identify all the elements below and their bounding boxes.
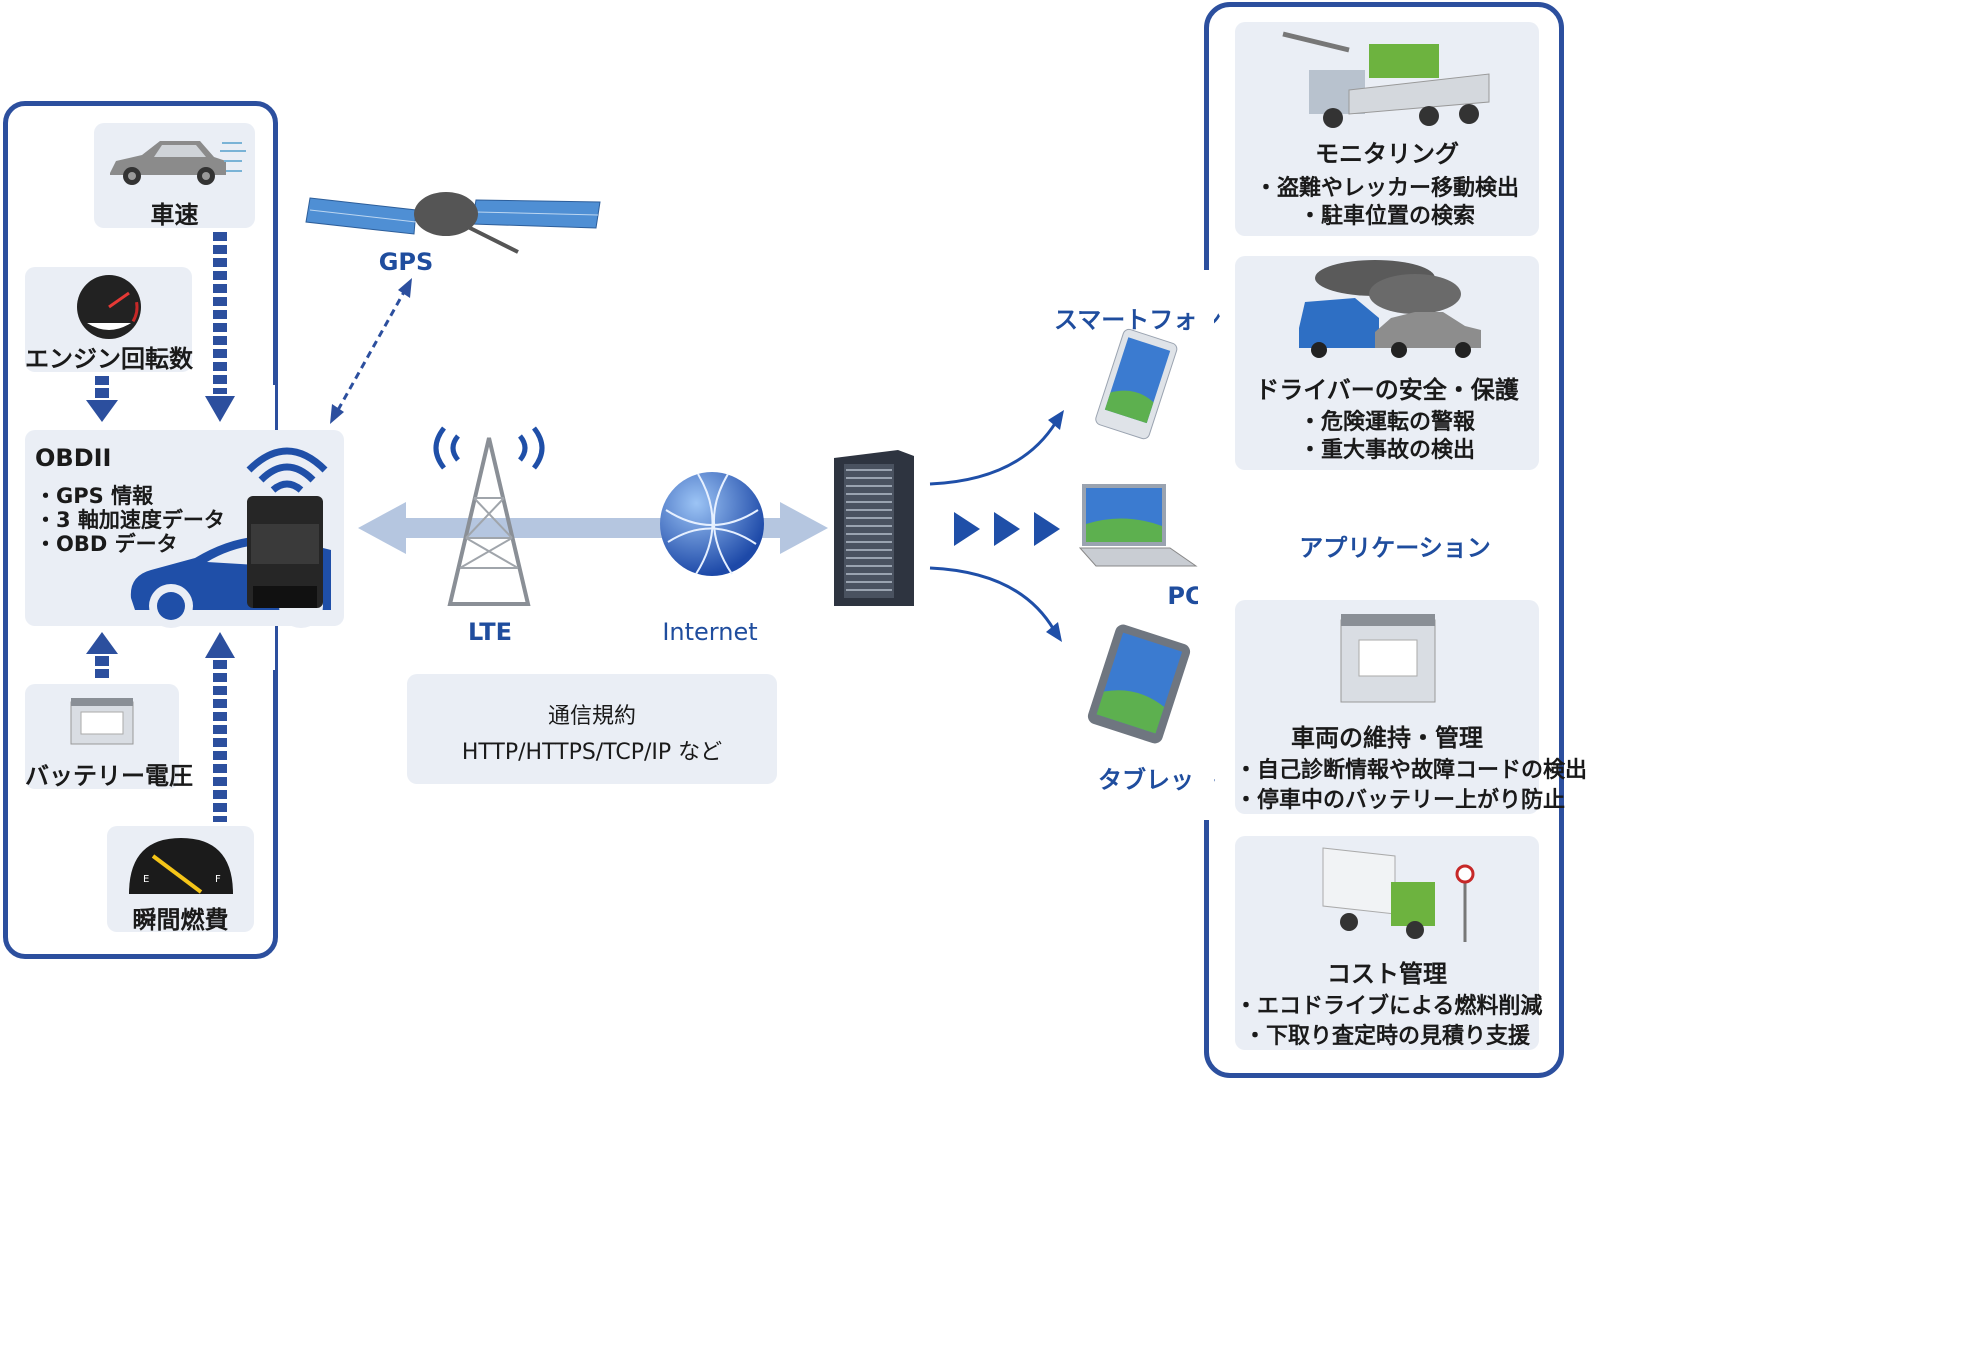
rpm-label: エンジン回転数 xyxy=(25,345,193,373)
obd-card: OBDII ・GPS 情報 ・3 軸加速度データ ・OBD データ xyxy=(25,430,344,628)
lte-tower-icon xyxy=(433,426,545,606)
monitoring-card: モニタリング ・盗難やレッカー移動検出 ・駐車位置の検索 xyxy=(1235,22,1539,236)
safety-item-2: ・重大事故の検出 xyxy=(1298,438,1475,463)
speed-label: 車速 xyxy=(150,201,199,229)
car-speed-icon xyxy=(110,141,246,185)
obd-item-gps: ・GPS 情報 xyxy=(35,484,154,508)
battery-icon xyxy=(70,698,134,745)
to-smartphone-arrow xyxy=(929,410,1064,486)
fuel-card: E F 瞬間燃費 xyxy=(107,826,254,934)
lte-label: LTE xyxy=(467,618,513,646)
protocol-title: 通信規約 xyxy=(547,704,636,729)
maintenance-item-1: ・自己診断情報や故障コードの検出 xyxy=(1235,758,1588,783)
safety-item-1: ・危険運転の警報 xyxy=(1298,410,1475,435)
safety-card: ドライバーの安全・保護 ・危険運転の警報 ・重大事故の検出 xyxy=(1235,256,1539,470)
gps-label: GPS xyxy=(378,248,434,276)
obd-dongle-icon xyxy=(246,447,328,608)
internet-label: Internet xyxy=(662,618,758,646)
cost-item-1: ・エコドライブによる燃料削減 xyxy=(1235,994,1543,1019)
monitoring-item-2: ・駐車位置の検索 xyxy=(1298,204,1475,229)
safety-title: ドライバーの安全・保護 xyxy=(1255,376,1519,404)
fuel-up-arrow xyxy=(205,632,235,822)
monitoring-item-1: ・盗難やレッカー移動検出 xyxy=(1254,176,1519,201)
accident-icon xyxy=(1299,260,1481,358)
pc-label: PC xyxy=(1167,582,1203,610)
applications-label: アプリケーション xyxy=(1299,534,1491,562)
tablet-icon xyxy=(1087,624,1191,744)
forward-triangles xyxy=(954,512,1060,546)
obd-title: OBDII xyxy=(35,444,112,472)
speed-card: 車速 xyxy=(94,123,255,229)
rpm-down-arrow xyxy=(86,376,118,422)
maintenance-title: 車両の維持・管理 xyxy=(1291,724,1483,752)
svg-text:E: E xyxy=(143,874,149,885)
fuel-gauge-icon: E F xyxy=(129,838,233,894)
cost-title: コスト管理 xyxy=(1327,960,1447,988)
rpm-card: エンジン回転数 xyxy=(25,267,193,373)
tow-truck-icon xyxy=(1282,31,1490,128)
tachometer-icon xyxy=(77,275,141,339)
maintenance-card: 車両の維持・管理 ・自己診断情報や故障コードの検出 ・停車中のバッテリー上がり防… xyxy=(1235,600,1588,814)
server-icon xyxy=(834,450,914,606)
obd-item-accel: ・3 軸加速度データ xyxy=(35,508,225,532)
to-tablet-arrow xyxy=(929,566,1062,642)
battery-label: バッテリー電圧 xyxy=(25,762,193,790)
protocol-value: HTTP/HTTPS/TCP/IP など xyxy=(461,740,723,765)
cost-item-2: ・下取り査定時の見積り支援 xyxy=(1243,1024,1530,1049)
smartphone-label: スマートフォン xyxy=(1054,306,1222,334)
fuel-label: 瞬間燃費 xyxy=(132,906,229,934)
speed-down-arrow xyxy=(205,232,235,422)
car-battery-icon xyxy=(1340,614,1436,703)
pc-icon xyxy=(1078,484,1198,567)
svg-text:F: F xyxy=(215,874,221,885)
delivery-truck-icon xyxy=(1322,847,1475,942)
protocol-card: 通信規約 HTTP/HTTPS/TCP/IP など xyxy=(407,674,777,784)
gps-link-arrow xyxy=(330,278,412,424)
battery-card: バッテリー電圧 xyxy=(25,684,193,790)
battery-up-arrow xyxy=(86,632,118,678)
cost-card: コスト管理 ・エコドライブによる燃料削減 ・下取り査定時の見積り支援 xyxy=(1235,836,1543,1050)
satellite-icon xyxy=(305,192,601,254)
monitoring-title: モニタリング xyxy=(1315,140,1459,168)
smartphone-icon xyxy=(1095,328,1178,440)
obd-item-obd: ・OBD データ xyxy=(35,532,178,556)
internet-globe-icon xyxy=(660,472,764,576)
maintenance-item-2: ・停車中のバッテリー上がり防止 xyxy=(1235,788,1566,813)
tablet-label: タブレット xyxy=(1098,766,1218,794)
